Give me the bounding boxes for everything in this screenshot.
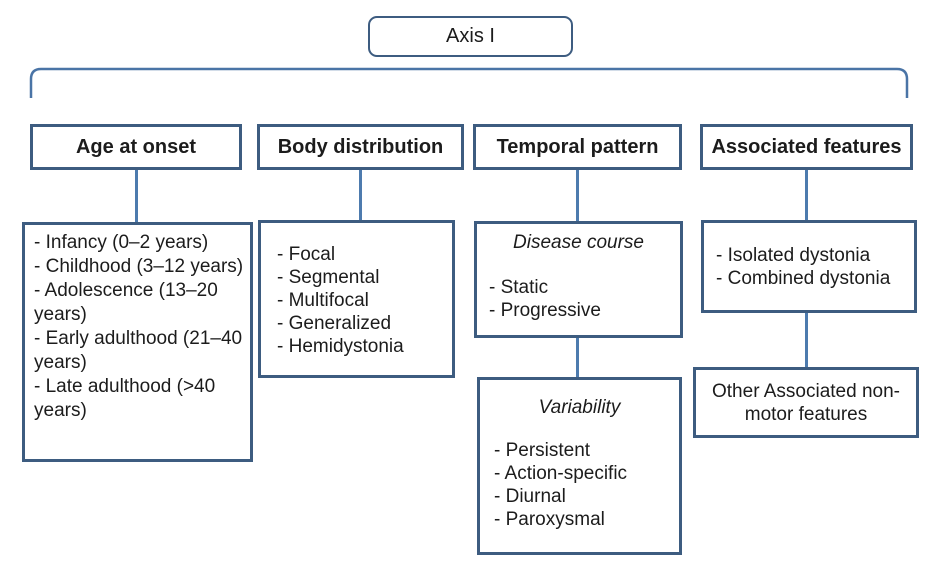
list-item: - Paroxysmal	[494, 509, 605, 530]
list-item: - Isolated dystonia	[716, 244, 871, 266]
header-age-at-onset: Age at onset	[30, 124, 242, 170]
header-temporal-label: Temporal pattern	[496, 135, 659, 158]
list-item: - Early adulthood (21–40 years)	[34, 328, 243, 373]
variability-box: Variability - Persistent - Action-specif…	[477, 377, 682, 555]
axis-i-label: Axis I	[446, 25, 495, 47]
disease-course-list: - Static - Progressive	[477, 276, 680, 322]
dystonia-types-box: - Isolated dystonia - Combined dystonia	[701, 220, 917, 313]
body-distribution-list-box: - Focal - Segmental - Multifocal - Gener…	[258, 220, 455, 378]
list-item: - Diurnal	[494, 486, 566, 507]
header-body-label: Body distribution	[277, 135, 444, 158]
connector-temporal	[576, 170, 579, 221]
other-nonmotor-features-label: Other Associated non-motor features	[712, 380, 900, 425]
list-item: - Late adulthood (>40 years)	[34, 376, 216, 421]
list-item: - Childhood (3–12 years)	[34, 256, 244, 277]
list-item: - Persistent	[494, 440, 591, 461]
list-item: - Multifocal	[277, 290, 369, 311]
list-item: - Action-specific	[494, 463, 628, 484]
disease-course-subtitle: Disease course	[513, 232, 644, 253]
connector-isolated-to-other	[805, 313, 808, 367]
header-associated-features: Associated features	[700, 124, 913, 170]
header-age-label: Age at onset	[75, 135, 197, 158]
list-item: - Generalized	[277, 313, 392, 334]
connector-body	[359, 170, 362, 220]
axis-i-box: Axis I	[368, 16, 573, 57]
age-at-onset-list-box: - Infancy (0–2 years) - Childhood (3–12 …	[22, 222, 253, 462]
list-item: - Combined dystonia	[716, 267, 891, 289]
header-body-distribution: Body distribution	[257, 124, 464, 170]
variability-list: - Persistent - Action-specific - Diurnal…	[480, 439, 679, 531]
list-item: - Segmental	[277, 267, 380, 288]
list-item: - Infancy (0–2 years)	[34, 232, 209, 253]
variability-subtitle: Variability	[538, 397, 621, 418]
other-nonmotor-features-box: Other Associated non-motor features	[693, 367, 919, 438]
disease-course-box: Disease course - Static - Progressive	[474, 221, 683, 338]
header-temporal-pattern: Temporal pattern	[473, 124, 682, 170]
list-item: - Adolescence (13–20 years)	[34, 280, 218, 325]
list-item: - Focal	[277, 244, 336, 265]
connector-age	[135, 170, 138, 222]
list-item: - Hemidystonia	[277, 336, 404, 357]
connector-associated	[805, 170, 808, 220]
header-associated-label: Associated features	[711, 135, 902, 158]
bracket-path	[29, 67, 909, 98]
connector-disease-to-variability	[576, 338, 579, 377]
list-item: - Progressive	[489, 300, 601, 321]
list-item: - Static	[489, 277, 549, 298]
